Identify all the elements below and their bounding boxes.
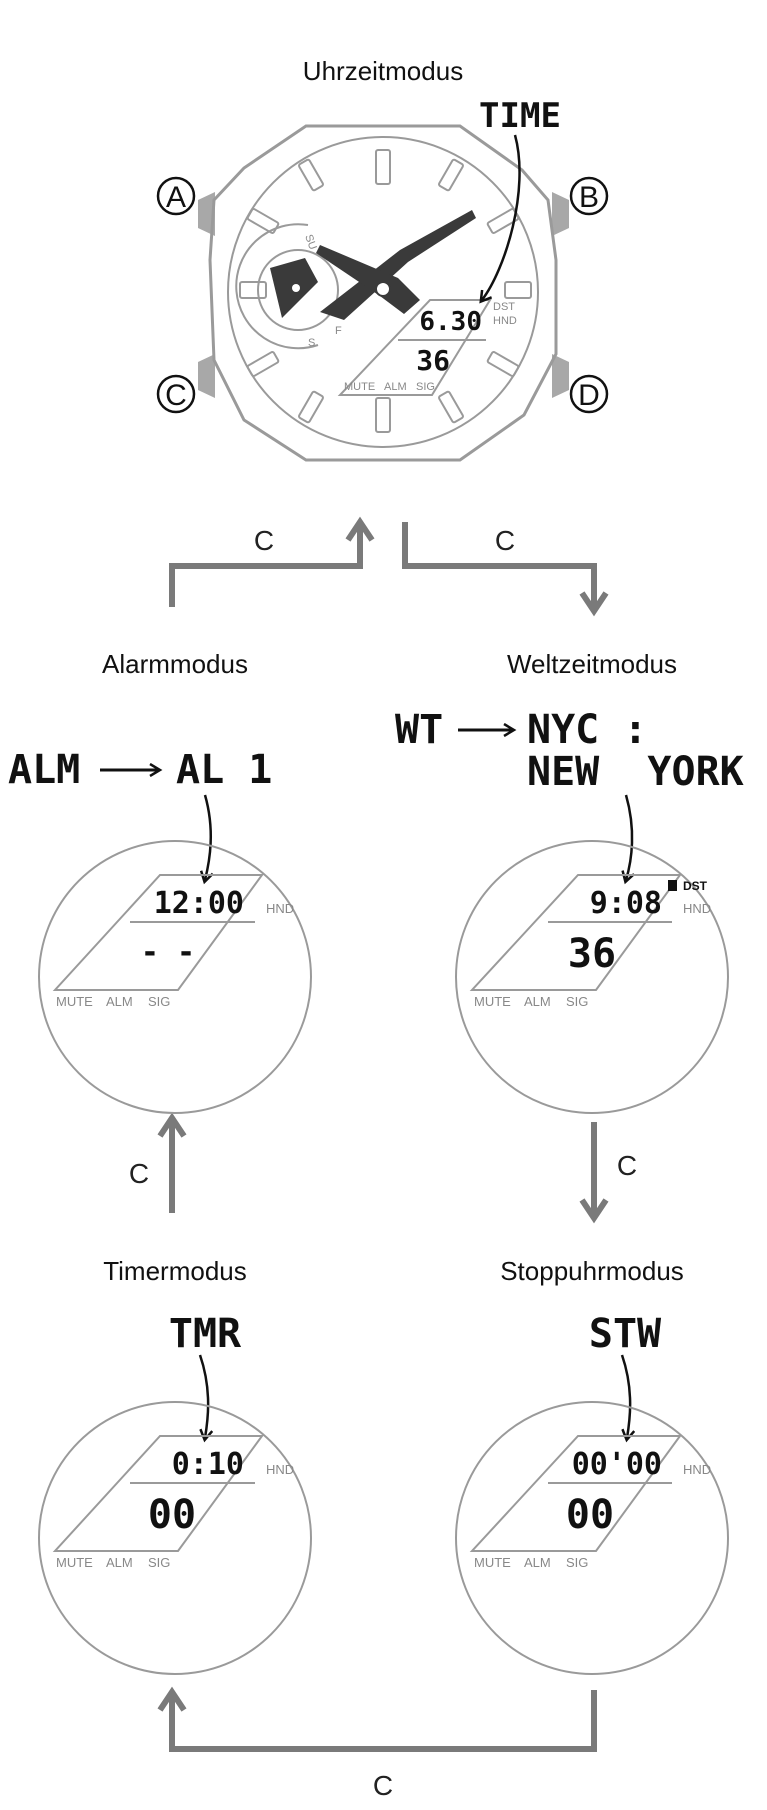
flow-alarm-to-time [169, 525, 363, 607]
flow-arrows: C C C C C [129, 516, 637, 1801]
world-lcd-bottom: 36 [568, 931, 616, 977]
timer-pointer-arrow [198, 1354, 208, 1438]
bezel [227, 136, 539, 448]
flow-time-to-world [402, 522, 597, 606]
alarm-indicator-sig: SIG [148, 994, 170, 1009]
main-lcd: 6.30 36 DST HND MUTE ALM SIG [337, 299, 517, 396]
timer-indicator-mute: MUTE [56, 1555, 93, 1570]
dst-indicator-mark [668, 880, 677, 891]
world-code-from: WT [395, 707, 443, 753]
world-mode-title: Weltzeitmodus [507, 649, 677, 679]
world-indicator-mute: MUTE [474, 994, 511, 1009]
subdial-label-su: SU [302, 233, 319, 252]
alarm-code-to: AL 1 [176, 747, 272, 793]
stopwatch-code: STW [589, 1311, 662, 1357]
alarm-side-label: HND [266, 901, 294, 916]
alarm-indicator-alm: ALM [106, 994, 133, 1009]
timer-indicator-sig: SIG [148, 1555, 170, 1570]
alarm-pointer-arrow [205, 794, 211, 880]
alarm-indicator-mute: MUTE [56, 994, 93, 1009]
alarm-lcd-top: 12:00 [154, 886, 244, 921]
world-side-bottom: HND [683, 901, 711, 916]
world-city: NEW YORK [527, 749, 744, 795]
stopwatch-indicator-mute: MUTE [474, 1555, 511, 1570]
timer-code: TMR [169, 1311, 242, 1357]
stopwatch-pointer-arrow [620, 1354, 630, 1438]
main-lcd-top: 6.30 [419, 307, 482, 337]
button-d[interactable]: D [552, 354, 609, 414]
flow-label-5: C [373, 1770, 393, 1801]
stopwatch-watch-face [455, 1401, 729, 1675]
world-indicator-alm: ALM [524, 994, 551, 1009]
button-b[interactable]: B [552, 176, 609, 236]
world-indicator-sig: SIG [566, 994, 588, 1009]
main-watch-section: Uhrzeitmodus TIME A B C D [156, 56, 609, 462]
time-pointer-arrow [482, 134, 521, 300]
button-b-label: B [579, 181, 599, 214]
world-code-to: NYC : [527, 707, 647, 753]
world-section: Weltzeitmodus WT NYC : NEW YORK 9:08 36 … [395, 649, 744, 1114]
flow-label-3: C [129, 1158, 149, 1189]
flow-label-4: C [617, 1150, 637, 1181]
world-watch-face [455, 840, 729, 1114]
flow-stopwatch-to-timer [169, 1690, 597, 1752]
timer-lcd-top: 0:10 [172, 1447, 244, 1482]
stopwatch-side-label: HND [683, 1462, 711, 1477]
timer-watch-face [38, 1401, 312, 1675]
timer-section: Timermodus TMR 0:10 00 HND MUTE ALM SIG [38, 1256, 312, 1675]
alarm-mode-title: Alarmmodus [102, 649, 248, 679]
time-code: TIME [479, 96, 561, 136]
main-lcd-bottom: 36 [416, 344, 450, 377]
button-a[interactable]: A [156, 176, 215, 236]
timer-indicator-alm: ALM [106, 1555, 133, 1570]
main-indicator-alm: ALM [384, 381, 407, 393]
subdial-label-s: S [308, 337, 315, 349]
stopwatch-indicator-alm: ALM [524, 1555, 551, 1570]
main-mode-title: Uhrzeitmodus [303, 56, 463, 86]
alarm-lcd-bottom: - - [141, 935, 195, 970]
watch-hands [316, 210, 476, 320]
main-side-bottom: HND [493, 315, 517, 327]
timer-mode-title: Timermodus [103, 1256, 247, 1286]
timer-lcd-bottom: 00 [148, 1492, 196, 1538]
stopwatch-lcd-top: 00'00 [572, 1447, 662, 1482]
main-indicator-sig: SIG [416, 381, 435, 393]
stopwatch-lcd-bottom: 00 [566, 1492, 614, 1538]
world-lcd-top: 9:08 [590, 886, 662, 921]
button-a-label: A [166, 181, 186, 214]
button-c-label: C [165, 379, 187, 412]
alarm-watch-face [38, 840, 312, 1114]
button-d-label: D [578, 379, 600, 412]
stopwatch-section: Stoppuhrmodus STW 00'00 00 HND MUTE ALM … [455, 1256, 729, 1675]
world-side-top: DST [683, 879, 708, 893]
main-indicator-mute: MUTE [344, 381, 375, 393]
flow-label-2: C [495, 525, 515, 556]
timer-side-label: HND [266, 1462, 294, 1477]
subdial: SU F S [235, 223, 342, 350]
stopwatch-indicator-sig: SIG [566, 1555, 588, 1570]
button-c[interactable]: C [156, 354, 215, 414]
alarm-section: Alarmmodus ALM AL 1 12:00 - - HND MUTE A… [8, 649, 312, 1114]
main-side-top: DST [493, 301, 515, 313]
stopwatch-mode-title: Stoppuhrmodus [500, 1256, 684, 1286]
watch-case [208, 124, 558, 462]
subdial-label-f: F [335, 325, 342, 337]
world-pointer-arrow [626, 794, 632, 880]
flow-label-1: C [254, 525, 274, 556]
alarm-code-from: ALM [8, 747, 80, 793]
